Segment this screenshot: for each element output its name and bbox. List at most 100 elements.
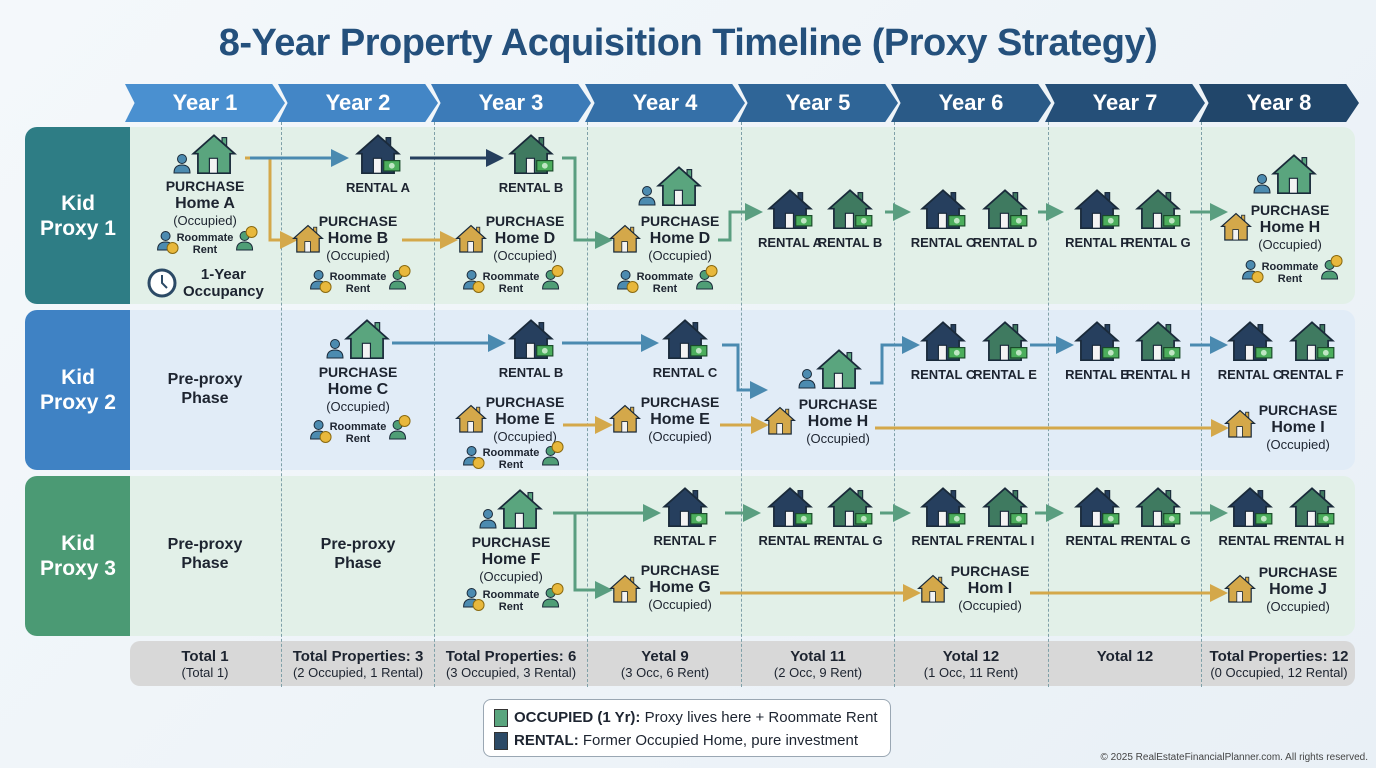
proxy-label-line: Proxy 2 [40,391,116,414]
year-label: Year 5 [785,90,851,115]
year-divider [1048,122,1049,687]
flow-arrow [562,156,613,249]
purchase-action: PURCHASE [798,396,878,412]
roommate-icon [463,270,485,295]
year-total: Yotal 12(1 Occ, 11 Rent) [895,648,1048,680]
total-main: Yotal 12 [1096,648,1154,665]
new-purchase-house-icon [1224,574,1256,608]
year-total: Total 1(Total 1) [129,648,282,680]
year-total: Total Properties: 12(0 Occupied, 12 Rent… [1203,648,1356,680]
rental-label: RENTAL F [1065,533,1129,548]
totals-bar [130,641,1355,686]
new-purchase-house-icon [609,404,641,438]
year-total: Yetal 9(3 Occ, 6 Rent) [589,648,742,680]
year-total: Total Properties: 3(2 Occupied, 1 Rental… [282,648,435,680]
flow-arrow [718,203,763,242]
roommate-icon [310,270,332,295]
new-purchase-house-icon [764,406,796,440]
occupied-house-icon [798,348,862,390]
occupied-house-icon [173,133,237,175]
year-header-4: Year 4 [585,84,745,122]
purchase-status: (Occupied) [479,569,543,584]
rental-house-icon [1227,486,1273,532]
occupied-swatch [494,708,508,727]
purchase-home: Home E [650,411,710,428]
rental-label: RENTAL G [1125,235,1191,250]
rental-house-icon [1074,486,1120,532]
rental-house-icon [1135,486,1181,532]
year-header-8: Year 8 [1199,84,1359,122]
year-label: Year 8 [1246,90,1312,115]
legend-text: Former Occupied Home, pure investment [578,732,858,749]
rental-house-icon [920,320,966,366]
new-purchase-house-icon [455,404,487,438]
rental-label: RENTAL B [498,180,564,195]
year-header-7: Year 7 [1045,84,1205,122]
total-main: Yetal 9 [641,648,689,665]
roommate-icon [310,420,332,445]
clock-icon [147,268,177,298]
proxy-label-line: Proxy 1 [40,216,116,240]
year-divider [1201,122,1202,687]
purchase-home: Home E [495,411,555,428]
total-sub: (0 Occupied, 12 Rental) [1210,665,1348,680]
rental-label: RENTAL D [972,235,1038,250]
rental-house-icon [920,188,966,234]
total-sub: (Total 1) [181,665,229,680]
purchase-status: (Occupied) [648,248,712,263]
purchase-status: (Occupied) [326,248,390,263]
roommate-icon [541,441,564,471]
rental-label: RENTAL B [817,235,883,250]
purchase-home: Home A [175,195,235,212]
roommate-icon [541,583,564,613]
roommate-icon [463,588,485,613]
purchase-status: (Occupied) [493,429,557,444]
purchase-action: PURCHASE [485,394,565,410]
roommate-icon [388,265,411,295]
rental-label: RENTAL H [1279,533,1345,548]
year-label: Year 7 [1092,90,1158,115]
purchase-home: Home J [1269,581,1327,598]
roommate-icon [463,446,485,471]
year-label: Year 4 [632,90,698,115]
flow-arrow [573,513,613,599]
purchase-action: PURCHASE [485,213,565,229]
year-label: Year 2 [325,90,391,115]
total-sub: (2 Occ, 9 Rent) [773,665,863,680]
proxy-label-line: Proxy 3 [40,557,116,580]
purchase-action: PURCHASE [318,213,398,229]
year-header-3: Year 3 [431,84,591,122]
rental-label: RENTAL C [910,367,976,382]
purchase-status: (Occupied) [1266,437,1330,452]
rental-house-icon [767,188,813,234]
rental-house-icon [508,318,554,364]
occupied-house-icon [1253,153,1317,195]
total-sub: (2 Occupied, 1 Rental) [292,665,424,680]
purchase-status: (Occupied) [173,213,237,228]
year-divider [434,122,435,687]
purchase-status: (Occupied) [1258,237,1322,252]
rental-label: RENTAL A [757,235,823,250]
rental-house-icon [982,486,1028,532]
year-divider [281,122,282,687]
purchase-action: PURCHASE [950,563,1030,579]
